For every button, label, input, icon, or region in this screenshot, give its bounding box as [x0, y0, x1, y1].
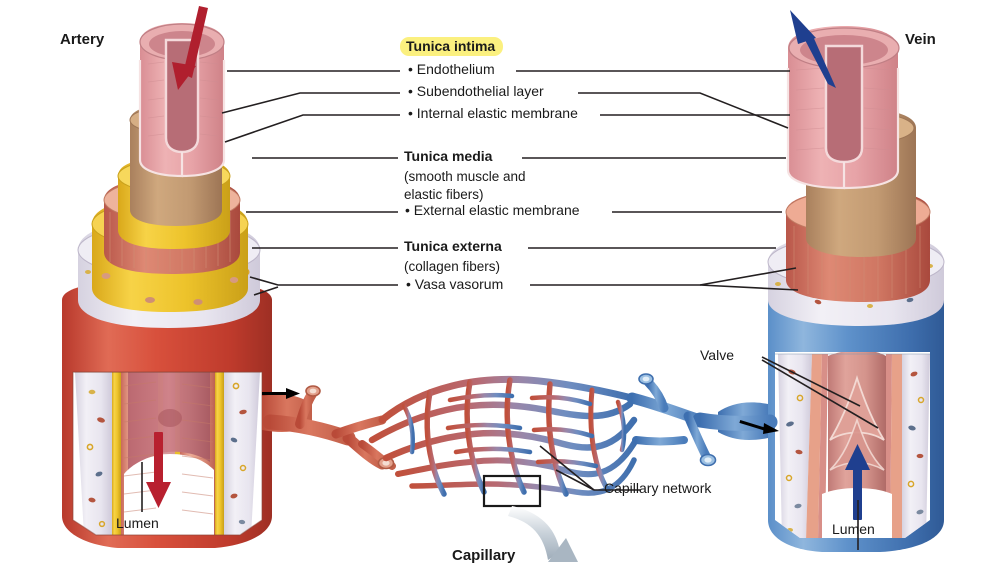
- leader-valve-b: [761, 359, 879, 429]
- internal-elastic-label: • Internal elastic membrane: [408, 105, 578, 121]
- tunica-intima-label: Tunica intima: [400, 37, 504, 56]
- lumen-artery-label: Lumen: [116, 515, 159, 531]
- vein-lumen-arrow: [845, 444, 870, 520]
- venule-branches: [626, 377, 778, 461]
- leader-vasa-vasorum-artery-b: [253, 286, 279, 296]
- leader-subendothelial-artery: [221, 92, 400, 114]
- leader-lines: [141, 70, 879, 550]
- vein-title: Vein: [905, 31, 936, 48]
- leader-vasa-vasorum-artery-a: [249, 276, 398, 286]
- vein-illustration: [718, 10, 945, 552]
- subendothelial-label: • Subendothelial layer: [408, 83, 544, 99]
- lumen-vein-label: Lumen: [832, 521, 875, 537]
- vasa-vasorum-label: • Vasa vasorum: [406, 276, 504, 292]
- capillary-label: Capillary: [452, 547, 516, 564]
- endothelium-label: • Endothelium: [408, 61, 495, 77]
- valve-label: Valve: [700, 347, 734, 363]
- tunica-externa-label: Tunica externa: [404, 238, 502, 254]
- tunica-media-sub1: (smooth muscle and: [404, 169, 526, 184]
- vasa-vasorum-dots-artery: [86, 382, 247, 528]
- leader-internal-elastic-artery: [224, 114, 400, 143]
- arteriole-flow-arrow: [262, 388, 300, 399]
- artery-illustration: [62, 6, 312, 548]
- artery-title: Artery: [60, 31, 105, 48]
- tunica-externa-sub: (collagen fibers): [404, 259, 501, 274]
- artery-inflow-arrow: [172, 6, 208, 90]
- leader-valve-a: [761, 356, 861, 407]
- tunica-media-label: Tunica media: [404, 148, 493, 164]
- leader-capillary-a: [539, 445, 595, 491]
- leader-subendothelial-vein: [578, 92, 789, 129]
- capillary-detail-box: [482, 474, 542, 508]
- capillary-mesh: [368, 375, 639, 497]
- artery-lumen-arrow: [146, 432, 171, 508]
- leader-vasa-vasorum-vein-a: [530, 267, 797, 286]
- tunica-media-sub2: elastic fibers): [404, 187, 484, 202]
- venule-flow-arrow: [739, 420, 779, 434]
- leader-vasa-vasorum-vein-b: [699, 284, 799, 291]
- leader-capillary-b: [555, 469, 595, 491]
- microcirculation: [262, 373, 779, 562]
- external-elastic-label: • External elastic membrane: [405, 202, 580, 218]
- vein-outflow-arrow: [790, 10, 836, 88]
- capillary-callout-arrow: [508, 506, 578, 562]
- endothelium-cell-texture: [147, 61, 219, 137]
- capillary-network-label: Capillary network: [604, 480, 712, 496]
